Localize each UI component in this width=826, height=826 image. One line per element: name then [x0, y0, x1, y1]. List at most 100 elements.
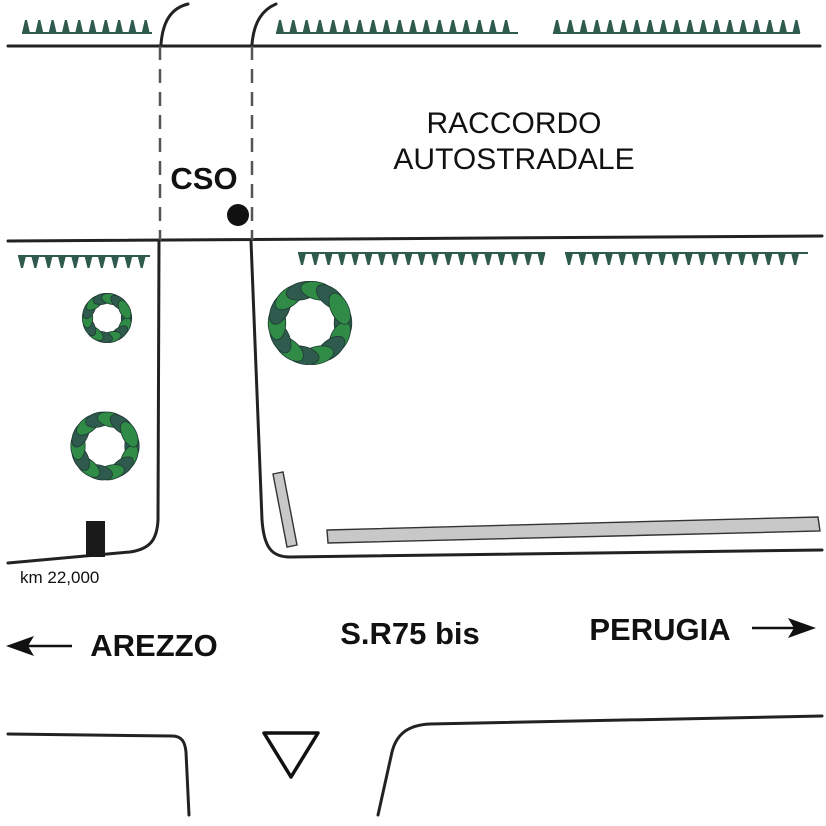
label-cso: CSO — [170, 161, 237, 196]
hedge-tick — [779, 20, 788, 33]
access-road-left-edge — [6, 239, 161, 565]
hedge-tick — [422, 20, 431, 33]
hedge-tick — [382, 20, 391, 33]
guard-rail-short — [272, 471, 298, 548]
label-autostradale: AUTOSTRADALE — [393, 143, 634, 176]
hedge-tick — [686, 20, 694, 33]
hedge-tick — [431, 253, 439, 265]
shrub-center — [91, 432, 119, 460]
shrub-icon — [70, 411, 140, 481]
hedge-tick — [565, 253, 573, 265]
yield-triangle-icon — [262, 731, 320, 779]
hedge-tick — [619, 20, 628, 33]
shrub-leaf — [328, 292, 351, 325]
hedge-tick — [711, 253, 720, 265]
hedge-tick — [71, 256, 80, 268]
sr75-south-edge-east — [376, 714, 824, 817]
hedge-tick — [75, 20, 84, 33]
hedge-tick — [752, 20, 761, 33]
guard-rail-long — [326, 516, 821, 544]
hedge-tick — [725, 20, 734, 33]
hedge-tick — [444, 253, 453, 265]
hedge-tick — [699, 20, 708, 33]
hedge-tick — [315, 20, 324, 33]
hedge-tick — [124, 256, 133, 268]
hedge-tick — [48, 20, 57, 33]
hedge-tick — [524, 253, 533, 265]
label-km: km 22,000 — [20, 568, 99, 587]
hedge-tick — [765, 20, 774, 33]
hedge-tick — [739, 20, 748, 33]
hedge-tick — [792, 20, 801, 33]
hedge-tick — [329, 20, 338, 33]
hedge-tick — [658, 253, 667, 265]
hedge-tick — [369, 20, 378, 33]
hedge-tick — [553, 20, 561, 33]
hedge-tick — [470, 253, 479, 265]
hedge-tick — [289, 20, 298, 33]
hedge-tick — [631, 253, 640, 265]
ramp-right-curve — [250, 2, 278, 46]
hedge-tick — [684, 253, 693, 265]
hedge-tick — [604, 253, 613, 265]
hedge-tick — [606, 20, 615, 33]
ramp-left-curve — [159, 2, 190, 46]
label-arezzo: AREZZO — [90, 628, 217, 663]
hedge-tick — [698, 253, 706, 265]
sr75-south-edge-west — [6, 732, 191, 817]
shrub-center — [97, 308, 117, 328]
hedge-tick — [395, 20, 404, 33]
hedge-tick — [101, 20, 110, 33]
hedge-tick — [632, 20, 641, 33]
hedge-tick — [497, 253, 506, 265]
hedge-tick — [137, 256, 146, 268]
hedge-tick — [351, 253, 360, 265]
hedge-tick — [579, 20, 588, 33]
hedge-tick — [31, 256, 40, 268]
hedge-tick — [566, 20, 575, 33]
hedge-tick — [671, 253, 680, 265]
hedge-tick — [57, 256, 66, 268]
hedge-tick — [751, 253, 760, 265]
shrub-leaf — [117, 299, 132, 320]
hedge-tick — [591, 253, 600, 265]
access-road-right-edge — [249, 239, 824, 559]
label-road-name: S.R75 bis — [340, 616, 480, 651]
label-raccordo: RACCORDO — [426, 107, 601, 140]
hedge-tick — [578, 253, 587, 265]
hedge-tick — [22, 20, 30, 33]
hedge-tick — [791, 253, 800, 265]
hedge-row-top — [22, 20, 801, 34]
hedge-tick — [644, 253, 653, 265]
hedge-tick — [337, 253, 346, 265]
hedge-tick — [342, 20, 351, 33]
label-perugia: PERUGIA — [589, 612, 730, 647]
hedge-tick — [377, 253, 386, 265]
hedge-tick — [311, 253, 320, 265]
hedge-tick — [141, 20, 150, 33]
hedge-tick — [618, 253, 627, 265]
hedge-tick — [537, 253, 546, 265]
hedge-tick — [302, 20, 311, 33]
shrub-center — [293, 306, 327, 340]
hedge-tick — [404, 253, 413, 265]
hedge-tick — [61, 20, 70, 33]
arrow-right-icon — [752, 618, 816, 638]
hedge-row-middle — [18, 252, 808, 268]
hedge-tick — [646, 20, 655, 33]
motorway-edge-south — [6, 234, 824, 243]
hedge-tick — [659, 20, 668, 33]
hedge-tick — [97, 256, 106, 268]
hedge-tick — [502, 20, 511, 33]
hedge-tick — [88, 20, 97, 33]
hedge-tick — [672, 20, 681, 33]
hedge-tick — [18, 256, 26, 268]
cso-point-dot — [227, 204, 249, 226]
hedge-tick — [364, 253, 373, 265]
hedge-tick — [417, 253, 426, 265]
hedge-tick — [276, 20, 284, 33]
hedge-tick — [484, 253, 493, 265]
hedge-tick — [391, 253, 400, 265]
hedge-tick — [724, 253, 733, 265]
